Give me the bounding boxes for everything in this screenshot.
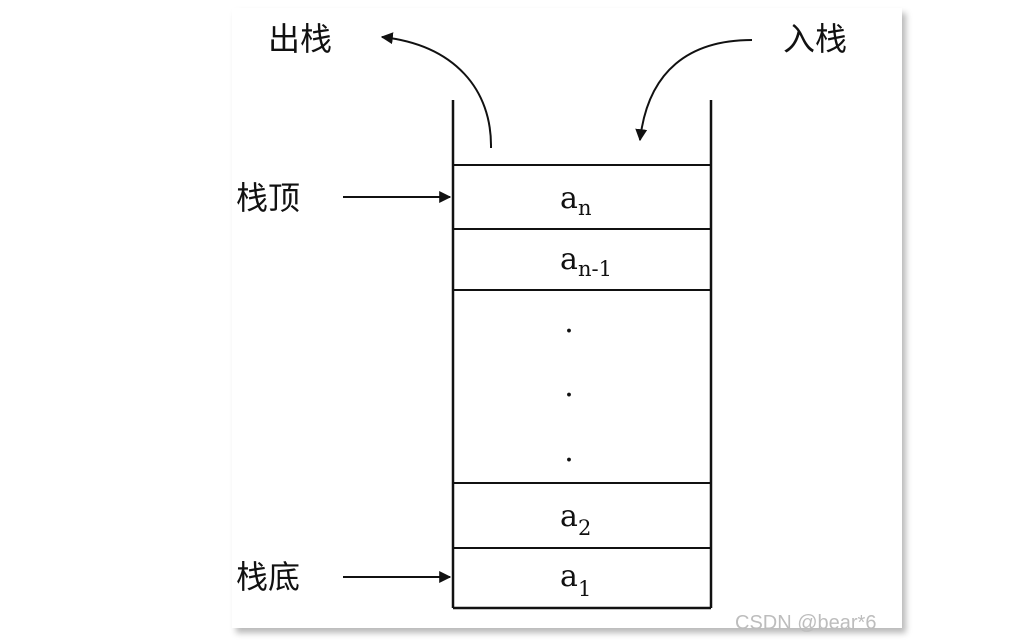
watermark: CSDN @bear*6	[735, 612, 877, 634]
ellipsis-dot: ·	[564, 314, 574, 349]
element-base: a	[560, 559, 578, 594]
ellipsis-dot: ·	[564, 443, 574, 478]
stack-container	[451, 100, 713, 610]
bottom-label: 栈底	[236, 558, 300, 596]
pop-label: 出栈	[268, 20, 332, 58]
figure-card	[232, 8, 902, 628]
element-base: a	[560, 242, 578, 277]
element-subscript: 2	[578, 516, 591, 540]
element-subscript: n	[578, 196, 592, 220]
element-subscript: 1	[578, 577, 591, 601]
stack-element-an: a n	[560, 181, 592, 220]
element-base: a	[560, 181, 578, 216]
stack-ellipsis: · · ·	[564, 314, 574, 478]
element-base: a	[560, 499, 578, 534]
top-label: 栈顶	[236, 179, 300, 217]
pop-arrow	[380, 32, 493, 149]
ellipsis-dot: ·	[564, 378, 574, 413]
element-subscript: n-1	[578, 257, 612, 281]
stack-element-an-1: a n-1	[560, 242, 612, 281]
push-arrow	[635, 39, 753, 142]
stack-element-a1: a 1	[560, 559, 591, 601]
push-label: 入栈	[783, 20, 847, 58]
stack-element-a2: a 2	[560, 499, 591, 540]
